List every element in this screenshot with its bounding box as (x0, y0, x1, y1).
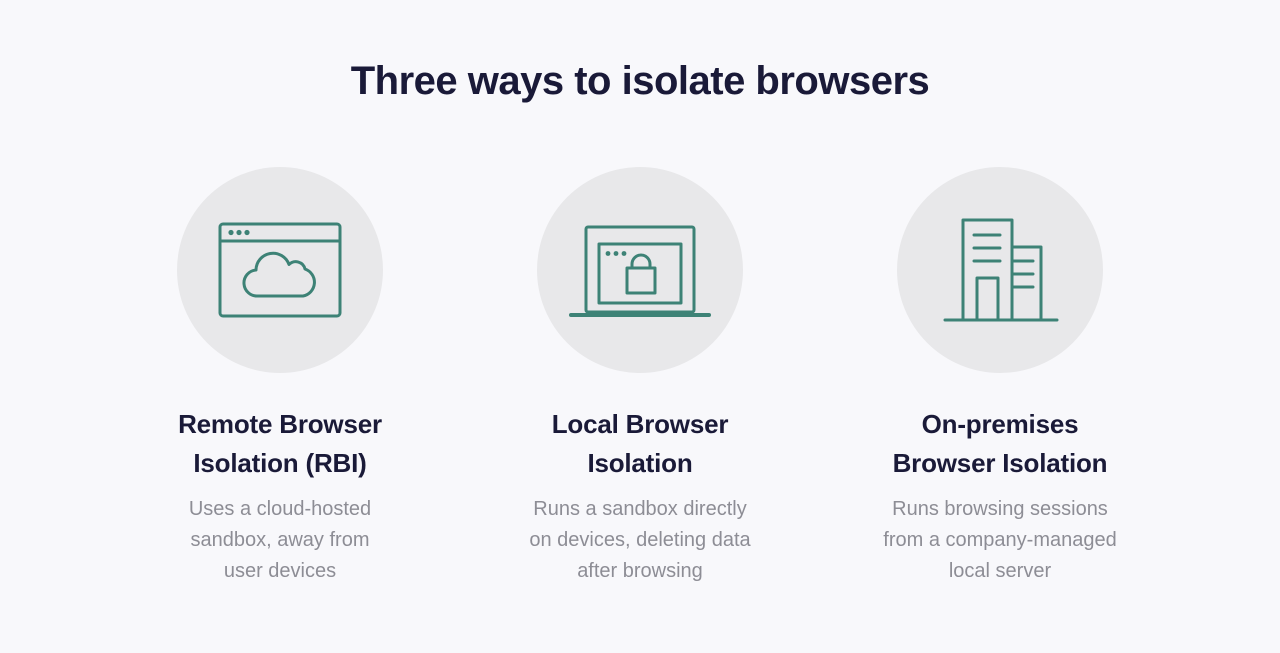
laptop-lock-icon (569, 225, 711, 317)
column-title: On-premises Browser Isolation (892, 409, 1108, 478)
column-description: Runs browsing sessions from a company-ma… (883, 498, 1117, 582)
page-title: Three ways to isolate browsers (350, 59, 930, 103)
column-title: Remote Browser Isolation (RBI) (178, 409, 382, 478)
column-local-browser-isolation: Local Browser Isolation Runs a sandbox d… (470, 167, 810, 587)
icon-circle (537, 167, 743, 373)
cloud-browser-icon (218, 222, 342, 318)
columns-row: Remote Browser Isolation (RBI) Uses a cl… (0, 167, 1280, 587)
column-description: Runs a sandbox directly on devices, dele… (529, 498, 751, 582)
column-on-premises-browser-isolation: On-premises Browser Isolation Runs brows… (830, 167, 1170, 587)
icon-circle (897, 167, 1103, 373)
column-remote-browser-isolation: Remote Browser Isolation (RBI) Uses a cl… (110, 167, 450, 587)
column-title: Local Browser Isolation (551, 409, 729, 478)
icon-circle (177, 167, 383, 373)
column-description: Uses a cloud-hosted sandbox, away from u… (188, 498, 372, 582)
office-building-icon (943, 218, 1059, 322)
